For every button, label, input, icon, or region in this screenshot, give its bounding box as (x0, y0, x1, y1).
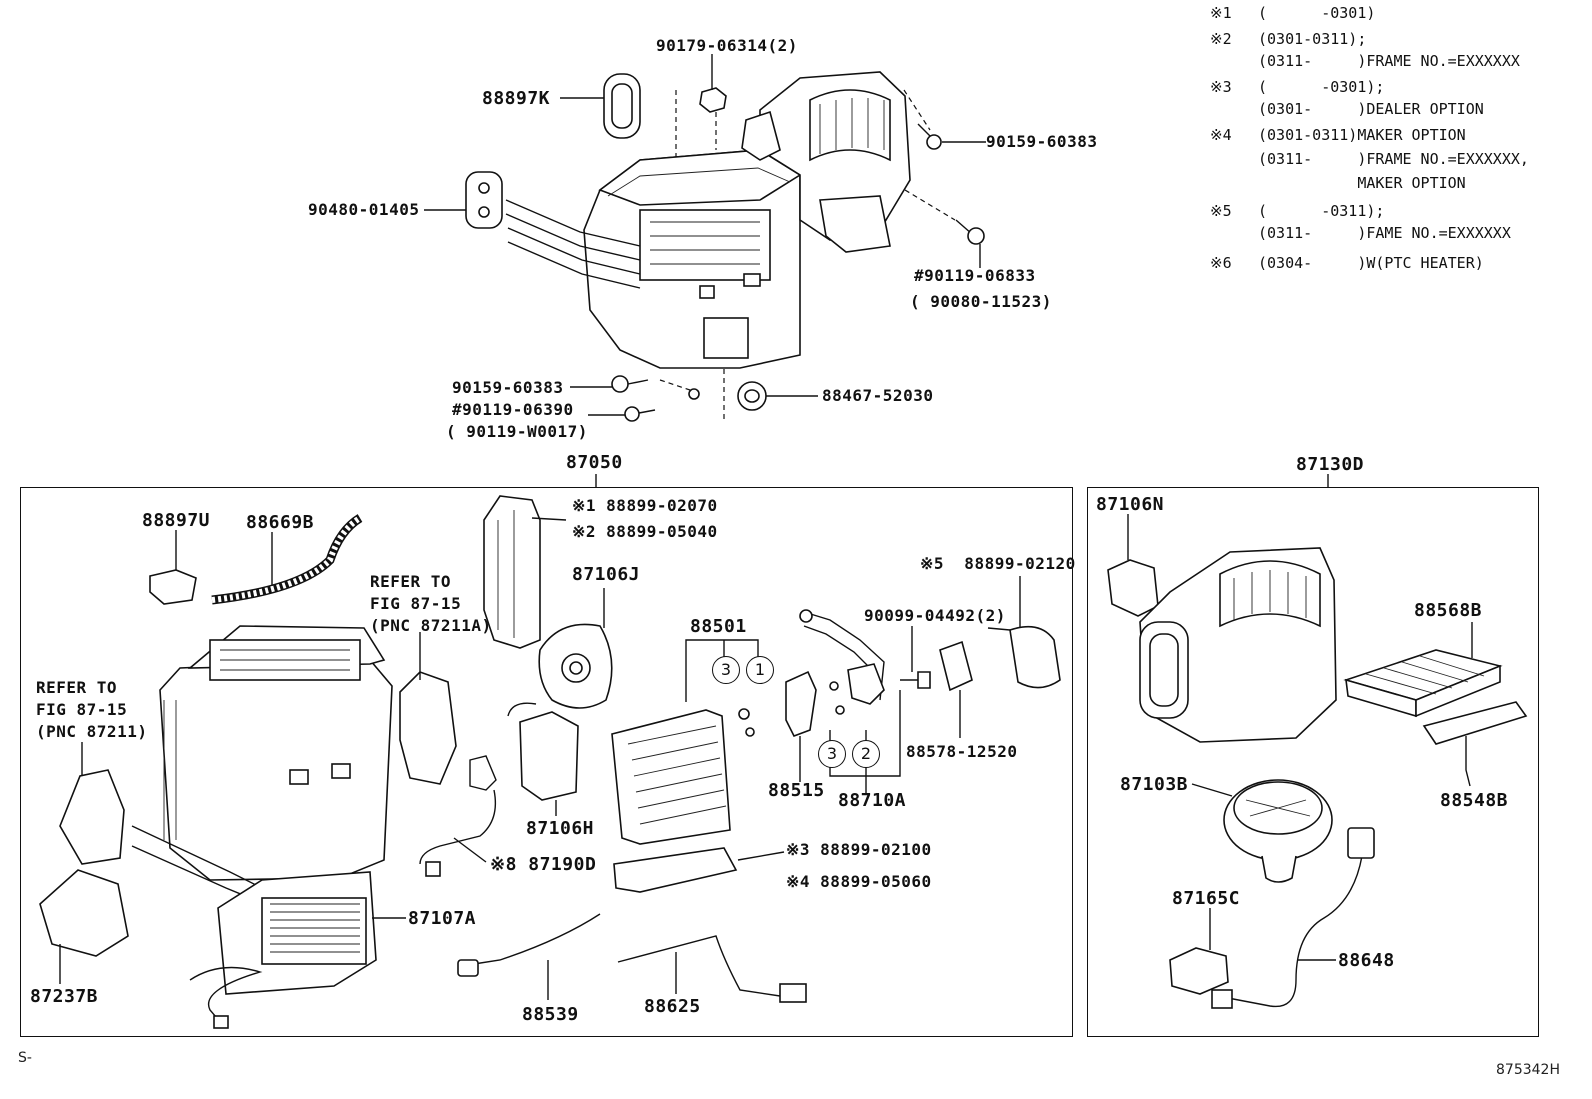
note-mark: ※5 (1210, 202, 1232, 220)
evaporator-fins (627, 725, 727, 825)
top-heater-blower-assembly (424, 54, 986, 422)
part-label-88515: 88515 (768, 780, 825, 801)
note-line: (0304- )W(PTC HEATER) (1258, 254, 1484, 272)
note-line: (0311- )FRAME NO.=EXXXXXX (1258, 52, 1520, 70)
refer-note-87211-line1: REFER TO (36, 678, 118, 697)
assembly-87050-box (20, 487, 1073, 1037)
screw-90159-top (917, 123, 942, 150)
part-label-87237B: 87237B (30, 986, 99, 1007)
note-line: (0301-0311); (1258, 30, 1367, 48)
note-line: MAKER OPTION (1258, 174, 1466, 192)
refer-note-87211-line2: FIG 87-15 (36, 700, 128, 719)
refer-note-87211A-line1: REFER TO (370, 572, 452, 591)
illustration-id: 875342H (1496, 1062, 1560, 1078)
part-label-88899-02100: ※3 88899-02100 (786, 840, 932, 859)
grommet-88897K (603, 73, 641, 139)
note-line: (0311- )FAME NO.=EXXXXXX (1258, 224, 1511, 242)
part-label-88899-02120: ※5 88899-02120 (920, 554, 1076, 573)
part-label-87190D: ※8 87190D (490, 854, 597, 875)
part-label-88648: 88648 (1338, 950, 1395, 971)
part-label-87106J: 87106J (572, 564, 641, 585)
part-label-90099-04492: 90099-04492(2) (864, 606, 1006, 625)
refer-note-87211A-line2: FIG 87-15 (370, 594, 462, 613)
part-label-88539: 88539 (522, 1004, 579, 1025)
footnotes: ※1 ( -0301) ※2 (0301-0311); (0311- )FRAM… (1210, 6, 1580, 286)
part-label-90119-W0017: ( 90119-W0017) (446, 422, 588, 441)
screw-90159-bot (611, 375, 649, 393)
assembly-87130D-box (1087, 487, 1539, 1037)
part-label-90119-06390: #90119-06390 (452, 400, 574, 419)
part-label-87106N: 87106N (1096, 494, 1165, 515)
part-label-90159-60383-top: 90159-60383 (986, 132, 1098, 151)
part-label-90159-60383-bottom: 90159-60383 (452, 378, 564, 397)
note-line: (0301- )DEALER OPTION (1258, 100, 1484, 118)
note-mark: ※4 (1210, 126, 1232, 144)
note-line: (0301-0311)MAKER OPTION (1258, 126, 1466, 144)
part-label-87165C: 87165C (1172, 888, 1241, 909)
note-mark: ※1 (1210, 4, 1232, 22)
note-mark: ※3 (1210, 78, 1232, 96)
callout-circle-1: 1 (746, 656, 774, 684)
note-mark: ※6 (1210, 254, 1232, 272)
part-label-88578-12520: 88578-12520 (906, 742, 1018, 761)
grommet-90480 (465, 171, 503, 229)
part-label-90080-11523: ( 90080-11523) (910, 292, 1052, 311)
part-label-88625: 88625 (644, 996, 701, 1017)
screw-90119-06390 (624, 406, 656, 422)
left-box-parts (39, 495, 1061, 1029)
assembly-label-87050: 87050 (566, 452, 623, 473)
part-label-88467-52030: 88467-52030 (822, 386, 934, 405)
note-line: ( -0301) (1258, 4, 1376, 22)
filter-pleats (1365, 655, 1485, 695)
part-label-88710A: 88710A (838, 790, 907, 811)
note-line: ( -0301); (1258, 78, 1385, 96)
part-label-88548B: 88548B (1440, 790, 1509, 811)
right-box-parts (1107, 514, 1528, 1009)
refer-note-87211A-line3: (PNC 87211A) (370, 616, 492, 635)
screw-90119-06833 (955, 219, 985, 245)
refer-note-87211-line3: (PNC 87211) (36, 722, 148, 741)
heater-core-fins (270, 903, 360, 953)
part-label-90179-06314: 90179-06314(2) (656, 36, 798, 55)
part-label-90119-06833: #90119-06833 (914, 266, 1036, 285)
part-label-88568B: 88568B (1414, 600, 1483, 621)
part-label-88897K: 88897K (482, 88, 551, 109)
callout-circle-2: 2 (852, 740, 880, 768)
corner-marker-left: S- (18, 1050, 32, 1066)
part-label-90480-01405: 90480-01405 (308, 200, 420, 219)
part-label-87106H: 87106H (526, 818, 595, 839)
cap-88467 (737, 381, 767, 411)
part-label-88669B: 88669B (246, 512, 315, 533)
part-label-88897U: 88897U (142, 510, 211, 531)
part-label-88899-02070: ※1 88899-02070 (572, 496, 718, 515)
note-mark: ※2 (1210, 30, 1232, 48)
part-label-88501: 88501 (690, 616, 747, 637)
note-line: ( -0311); (1258, 202, 1385, 220)
part-label-87107A: 87107A (408, 908, 477, 929)
part-label-87103B: 87103B (1120, 774, 1189, 795)
note-line: (0311- )FRAME NO.=EXXXXXX, (1258, 150, 1529, 168)
part-label-88899-05060: ※4 88899-05060 (786, 872, 932, 891)
callout-circle-3-upper: 3 (712, 656, 740, 684)
callout-circle-3-lower: 3 (818, 740, 846, 768)
assembly-label-87130D: 87130D (1296, 454, 1365, 475)
part-label-88899-05040: ※2 88899-05040 (572, 522, 718, 541)
nut-90179 (699, 87, 727, 113)
